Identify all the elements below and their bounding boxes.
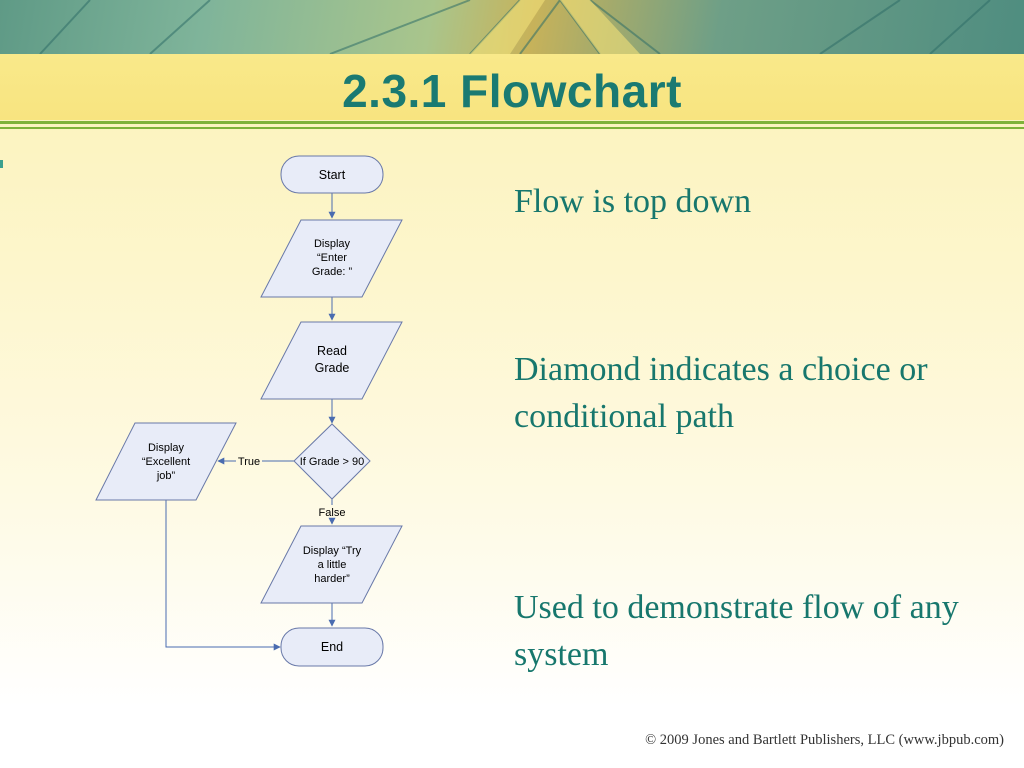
edge-excellent-to-end [165,500,281,651]
copyright-footer: © 2009 Jones and Bartlett Publishers, LL… [645,732,1004,748]
true-edge-label: True [238,456,260,468]
read-grade-line-2: Grade [315,361,350,375]
display-enter-line-2: “Enter [317,252,347,264]
header-banner-image [0,0,1024,54]
false-edge-label: False [319,507,346,519]
display-excellent-io [95,422,237,501]
slide-title: 2.3.1 Flowchart [342,65,682,117]
title-band [0,54,1024,120]
start-terminator [280,155,384,194]
bullet-demonstrate-flow: Used to demonstrate flow of any system [514,589,959,673]
excellent-line-1: Display [148,442,185,454]
try-harder-line-2: a little [318,559,347,571]
try-harder-line-3: harder” [314,573,350,585]
read-grade-io [260,321,403,400]
decision-label: If Grade > 90 [300,456,365,468]
title-rule-top [0,121,1024,124]
try-harder-line-1: Display “Try [303,545,362,557]
grade-decision-diamond [293,423,371,500]
display-enter-line-3: Grade: ” [312,266,353,278]
bullet-diamond-choice: Diamond indicates a choice or conditiona… [514,351,928,435]
end-terminator [280,627,384,667]
excellent-line-2: “Excellent [142,456,190,468]
read-grade-line-1: Read [317,344,347,358]
display-try-harder-io [260,525,403,604]
title-rule-bottom [0,127,1024,129]
excellent-line-3: job” [156,470,176,482]
bullet-flow-top-down: Flow is top down [514,183,752,220]
display-enter-line-1: Display [314,238,351,250]
start-label: Start [319,168,346,182]
end-label: End [321,640,343,654]
left-edge-marker [0,160,3,168]
display-enter-grade-io [260,219,403,298]
